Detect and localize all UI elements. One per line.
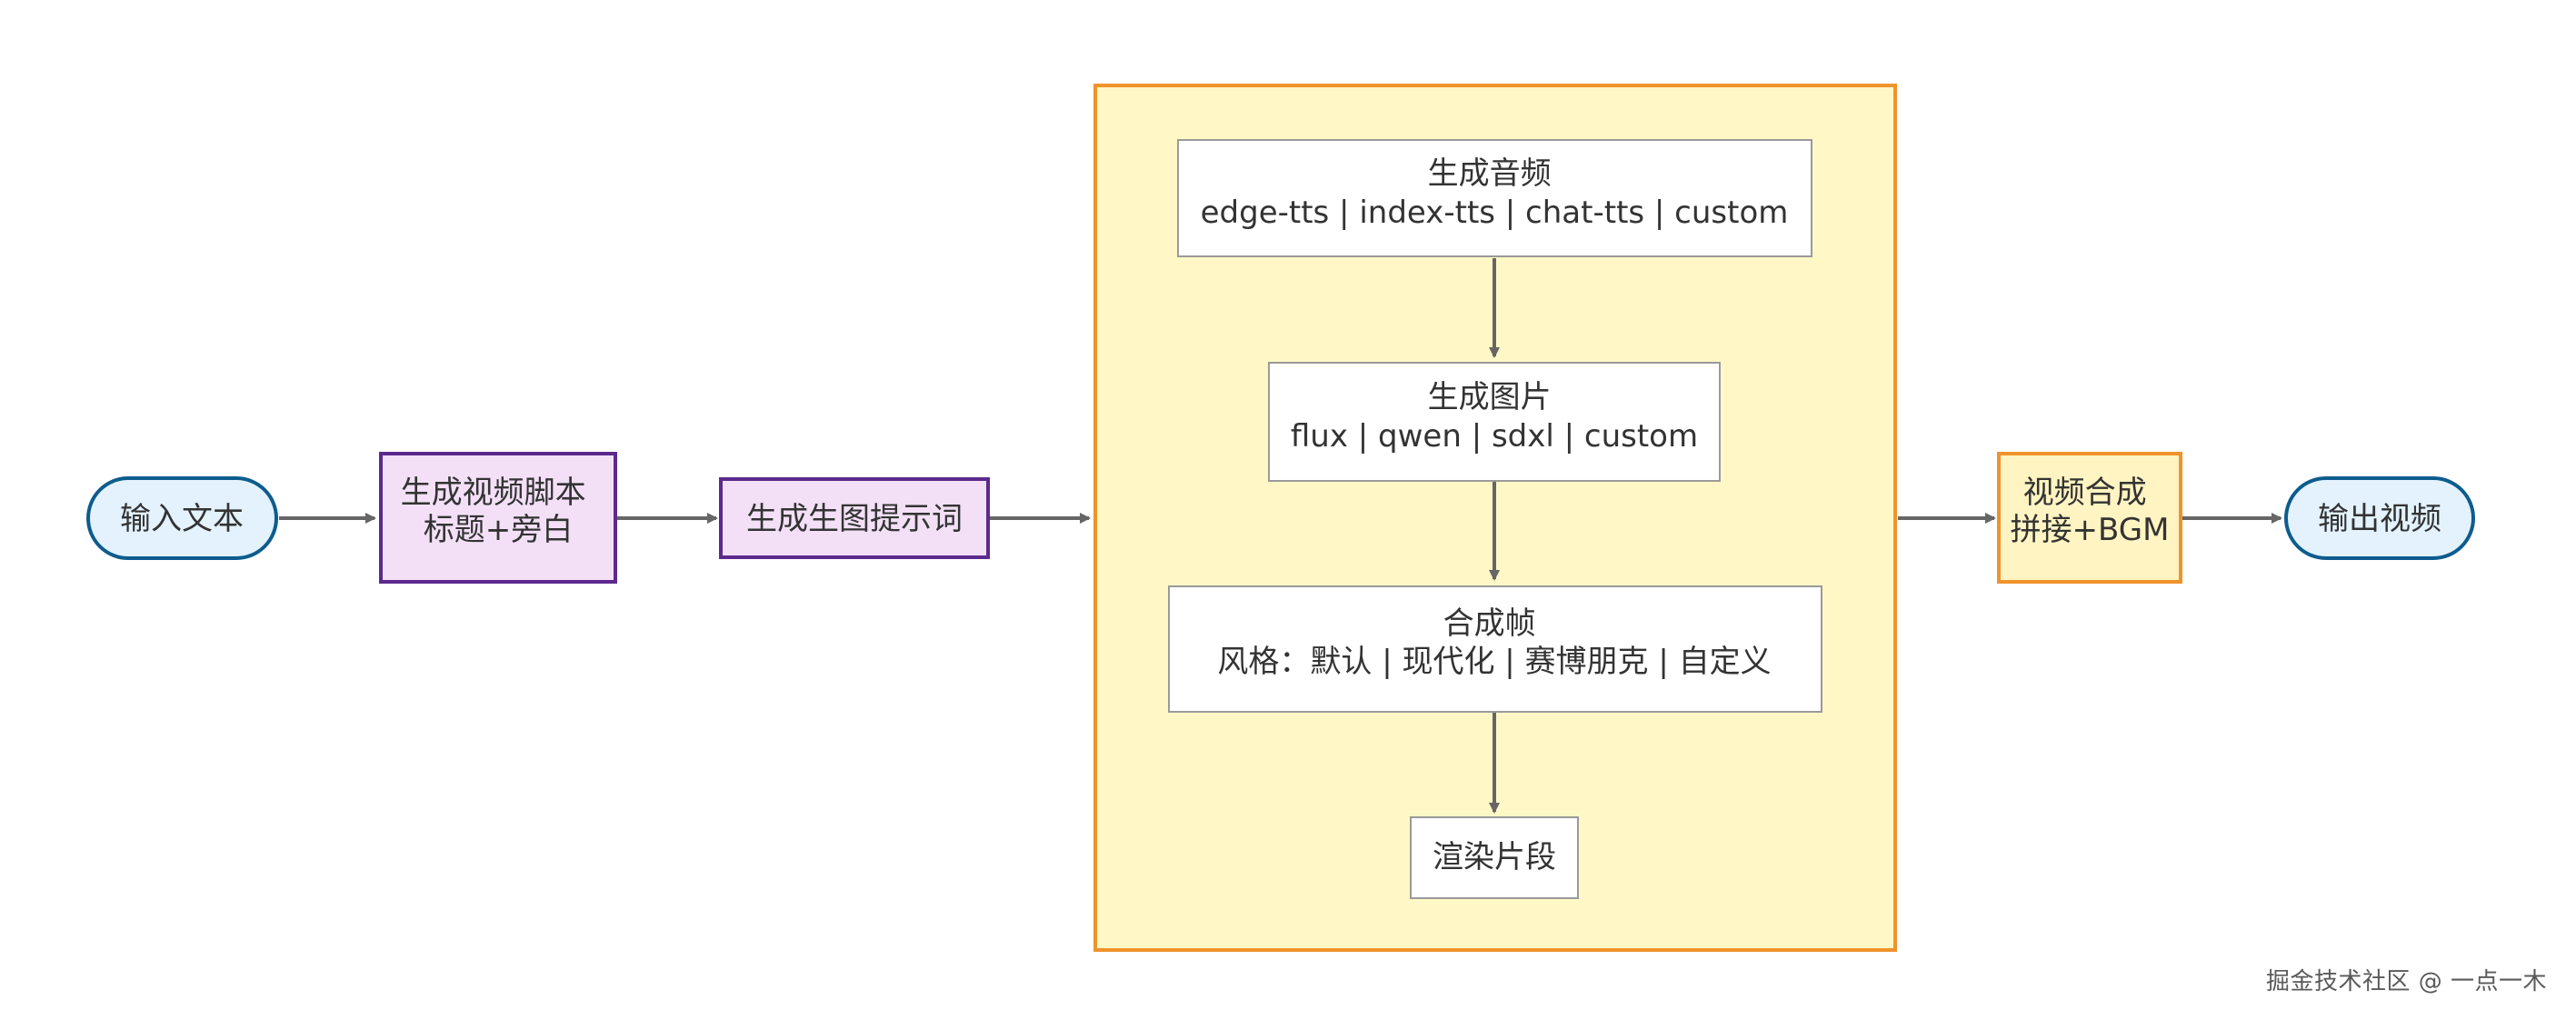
- node-video-compose-line-2: 拼接+BGM: [2011, 512, 2170, 548]
- node-input-text-label: 输入文本: [120, 501, 244, 537]
- node-output-video: 输出视频: [2284, 476, 2475, 560]
- node-gen-audio-line-2: edge-tts | index-tts | chat-tts | custom: [1201, 195, 1789, 231]
- svg-text:渲染片段: 渲染片段: [1433, 839, 1556, 875]
- node-video-compose: 视频合成 拼接+BGM: [1997, 452, 2182, 584]
- node-gen-image-line-2: flux | qwen | sdxl | custom: [1291, 418, 1698, 455]
- node-compose-frame-line-2: 风格：默认 | 现代化 | 赛博朋克 | 自定义: [1217, 644, 1771, 680]
- svg-text:生成视频脚本 标题+旁白: 生成视频脚本 标题+旁白: [401, 475, 596, 548]
- node-compose-frame: 合成帧 风格：默认 | 现代化 | 赛博朋克 | 自定义: [1168, 585, 1822, 713]
- node-gen-audio: 生成音频 edge-tts | index-tts | chat-tts | c…: [1177, 139, 1812, 257]
- node-gen-image-line-1: 生成图片: [1428, 379, 1552, 415]
- edges: [279, 258, 2282, 814]
- node-video-compose-line-1: 视频合成: [2023, 475, 2147, 511]
- watermark-text: 掘金技术社区 @ 一点一木: [2265, 968, 2547, 995]
- node-gen-prompt-label: 生成生图提示词: [746, 501, 963, 537]
- node-output-video-shape: [2284, 476, 2475, 560]
- svg-text:生成音频 edge-tts | index-tt: 生成音频 edge-tts | index-tts | chat-tts | c…: [1201, 155, 1789, 231]
- node-video-compose-shape: [1997, 452, 2182, 584]
- svg-text:生成图片 flux | qwen | sdxl: 生成图片 flux | qwen | sdxl | custom: [1291, 379, 1698, 455]
- svg-text:合成帧 风格：默认 | 现代化 | 赛博朋克 |: 合成帧 风格：默认 | 现代化 | 赛博朋克 | 自定义: [1217, 605, 1771, 680]
- node-render-clip-shape: [1410, 816, 1579, 899]
- node-gen-script: 生成视频脚本 标题+旁白: [379, 452, 617, 584]
- node-gen-script-line-2: 标题+旁白: [424, 512, 574, 548]
- node-compose-frame-shape: [1168, 585, 1822, 713]
- node-render-clip-label: 渲染片段: [1433, 839, 1556, 875]
- svg-text:输入文本: 输入文本: [120, 501, 244, 537]
- node-input-text: 输入文本: [86, 476, 278, 560]
- node-input-text-shape: [86, 476, 278, 560]
- node-gen-image-shape: [1268, 362, 1721, 482]
- node-gen-script-line-1: 生成视频脚本: [401, 475, 586, 511]
- node-gen-audio-line-1: 生成音频: [1428, 155, 1552, 192]
- svg-text:输出视频: 输出视频: [2318, 501, 2441, 537]
- node-gen-prompt-shape: [719, 477, 990, 559]
- node-gen-script-shape: [379, 452, 617, 584]
- node-gen-image: 生成图片 flux | qwen | sdxl | custom: [1268, 362, 1721, 482]
- node-compose-frame-line-1: 合成帧: [1443, 605, 1536, 642]
- node-render-clip: 渲染片段: [1410, 816, 1579, 899]
- svg-text:视频合成 拼接+BGM: 视频合成 拼接+BGM: [2011, 475, 2170, 548]
- node-output-video-label: 输出视频: [2318, 501, 2441, 537]
- svg-text:生成生图提示词: 生成生图提示词: [746, 501, 963, 537]
- node-gen-audio-shape: [1177, 139, 1812, 257]
- node-gen-prompt: 生成生图提示词: [719, 477, 990, 559]
